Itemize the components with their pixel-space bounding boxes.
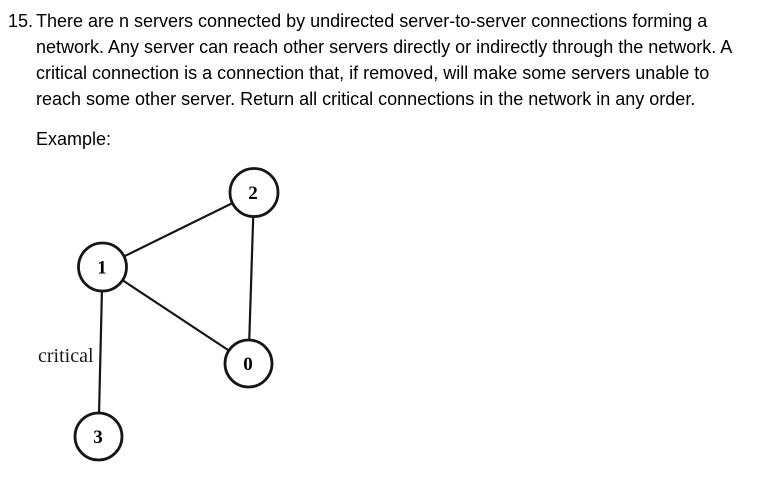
graph-edges [97, 191, 256, 438]
graph-node-0: 0 [223, 338, 274, 389]
node-0-label: 0 [243, 354, 253, 375]
node-0-circle [223, 338, 274, 389]
example-graph: 2 1 0 3 critical [38, 167, 280, 462]
problem-statement: 15. There are n servers connected by und… [8, 8, 756, 112]
node-1-label: 1 [97, 258, 107, 279]
graph-node-1: 1 [77, 241, 128, 293]
node-2-label: 2 [248, 183, 258, 204]
example-label: Example: [36, 129, 112, 149]
node-3-label: 3 [93, 427, 103, 448]
problem-number: 15. [8, 11, 34, 31]
edge-1-2 [101, 191, 256, 269]
graph-node-2: 2 [228, 167, 280, 218]
problem-statement-text: There are n servers connected by undirec… [36, 11, 732, 109]
edge-1-0 [101, 265, 250, 365]
node-2-circle [228, 167, 280, 218]
node-1-circle [77, 241, 128, 293]
critical-edge-label: critical [38, 345, 94, 367]
edge-1-3-critical [97, 265, 104, 438]
edge-2-0 [247, 191, 256, 365]
node-3-circle [73, 411, 124, 462]
graph-node-3: 3 [73, 411, 124, 462]
